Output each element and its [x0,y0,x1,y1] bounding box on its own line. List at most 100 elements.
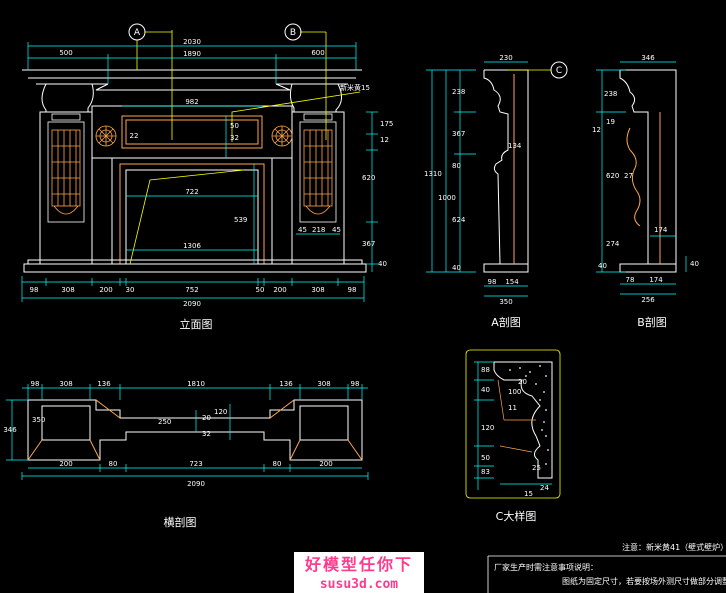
sa-top-230: 230 [499,54,512,62]
dim-bot-752: 752 [185,286,198,294]
dc-50: 50 [481,454,490,462]
right-lattice-panel [299,113,337,223]
sa-bot-350: 350 [499,298,512,306]
sb-right-40: 40 [690,260,699,268]
plan-inner-250: 250 [158,418,171,426]
watermark-line-1: 好模型任你下 [304,555,413,574]
sb-top-346: 346 [641,54,655,62]
section-b-title: B剖图 [637,315,667,329]
dim-982: 982 [185,98,198,106]
plan-view [27,399,363,461]
dim-right-620: 620 [362,174,375,182]
watermark-bg [294,552,424,593]
sa-bot-154: 154 [505,278,519,286]
plan-top-1810: 1810 [187,380,205,388]
dc-100: 100 [508,388,521,396]
plan-bot-723: 723 [189,460,202,468]
dim-small-218: 218 [312,226,325,234]
plan-dims [6,384,369,480]
plan-inner-20: 20 [202,414,211,422]
dim-small-45a: 45 [298,226,307,234]
detail-c-title: C大样图 [496,509,537,523]
plan-bot-200b: 200 [319,460,332,468]
dim-overall-2090: 2090 [183,300,201,308]
dim-bot-98b: 98 [348,286,357,294]
plan-top-98b: 98 [351,380,360,388]
left-lattice-panel [47,113,85,223]
sb-bot-174: 174 [649,276,663,284]
dim-bot-98a: 98 [30,286,39,294]
dim-722: 722 [185,188,198,196]
sb-mid-27: 27 [624,172,633,180]
marker-c-label: C [556,66,562,76]
sa-v-238: 238 [452,88,465,96]
plan-bot-80b: 80 [273,460,282,468]
plan-left-346: 346 [3,426,17,434]
sa-v-367: 367 [452,130,465,138]
plan-inner-350: 350 [32,416,45,424]
note-line-2: 图纸为固定尺寸，若要按场外测尺寸做部分调整。 [562,576,726,586]
dim-top-500: 500 [59,49,72,57]
leader-lines [129,91,361,265]
dc-20: 20 [518,378,527,386]
rosette-right [271,125,293,147]
dim-bot-30: 30 [126,286,135,294]
remark-note: 注意：新米黄41（壁式壁炉） [622,542,726,552]
dim-top-2030: 2030 [183,38,201,46]
sa-v-40: 40 [452,264,461,272]
section-b-dims [596,61,687,295]
detail-c [465,349,561,499]
plan-top-308b: 308 [317,380,330,388]
dim-bot-200b: 200 [273,286,286,294]
watermark-line-2: susu3d.com [320,577,398,592]
dim-32: 32 [230,134,239,142]
sb-bot-78: 78 [626,276,635,284]
dc-11: 11 [508,404,517,412]
section-marker-c [508,61,568,79]
dim-small-45b: 45 [332,226,341,234]
elevation-title: 立面图 [180,317,213,331]
sb-mid-274: 274 [606,240,620,248]
sa-mid-134: 134 [508,142,522,150]
plan-top-136b: 136 [279,380,293,388]
dc-25: 25 [532,464,541,472]
dim-bot-200a: 200 [99,286,112,294]
plan-top-136a: 136 [97,380,111,388]
plan-top-98a: 98 [31,380,40,388]
plan-title: 横剖图 [164,515,197,529]
dim-539: 539 [234,216,247,224]
section-b-profile [619,69,677,273]
sb-mid-620: 620 [606,172,619,180]
dim-right-12: 12 [380,136,389,144]
dc-120: 120 [481,424,494,432]
sa-bot-98: 98 [488,278,497,286]
title-block [487,555,726,593]
material-note: 新米黄15 [340,83,370,92]
section-a-dims [426,61,528,297]
dim-top-600: 600 [311,49,324,57]
sa-mid-80: 80 [452,162,461,170]
sa-v-1310: 1310 [424,170,442,178]
dim-right-175: 175 [380,120,393,128]
dc-88: 88 [481,366,490,374]
dim-top-1890: 1890 [183,50,201,58]
dc-15: 15 [524,490,533,498]
dc-40: 40 [481,386,490,394]
dim-right-367: 367 [362,240,375,248]
dim-50: 50 [230,122,239,130]
sb-v-40: 40 [598,262,607,270]
plan-inner-120: 120 [214,408,227,416]
dim-right-40: 40 [378,260,387,268]
marker-b-label: B [290,28,296,38]
plan-bot-80a: 80 [109,460,118,468]
dim-22: 22 [130,132,139,140]
dim-bot-308b: 308 [311,286,324,294]
plan-overall-2090: 2090 [187,480,205,488]
dc-83: 83 [481,468,490,476]
section-marker-b [284,23,327,140]
plan-inner-32: 32 [202,430,211,438]
dim-1306: 1306 [183,242,201,250]
sa-mid-624: 624 [452,216,466,224]
marker-a-label: A [134,28,141,38]
